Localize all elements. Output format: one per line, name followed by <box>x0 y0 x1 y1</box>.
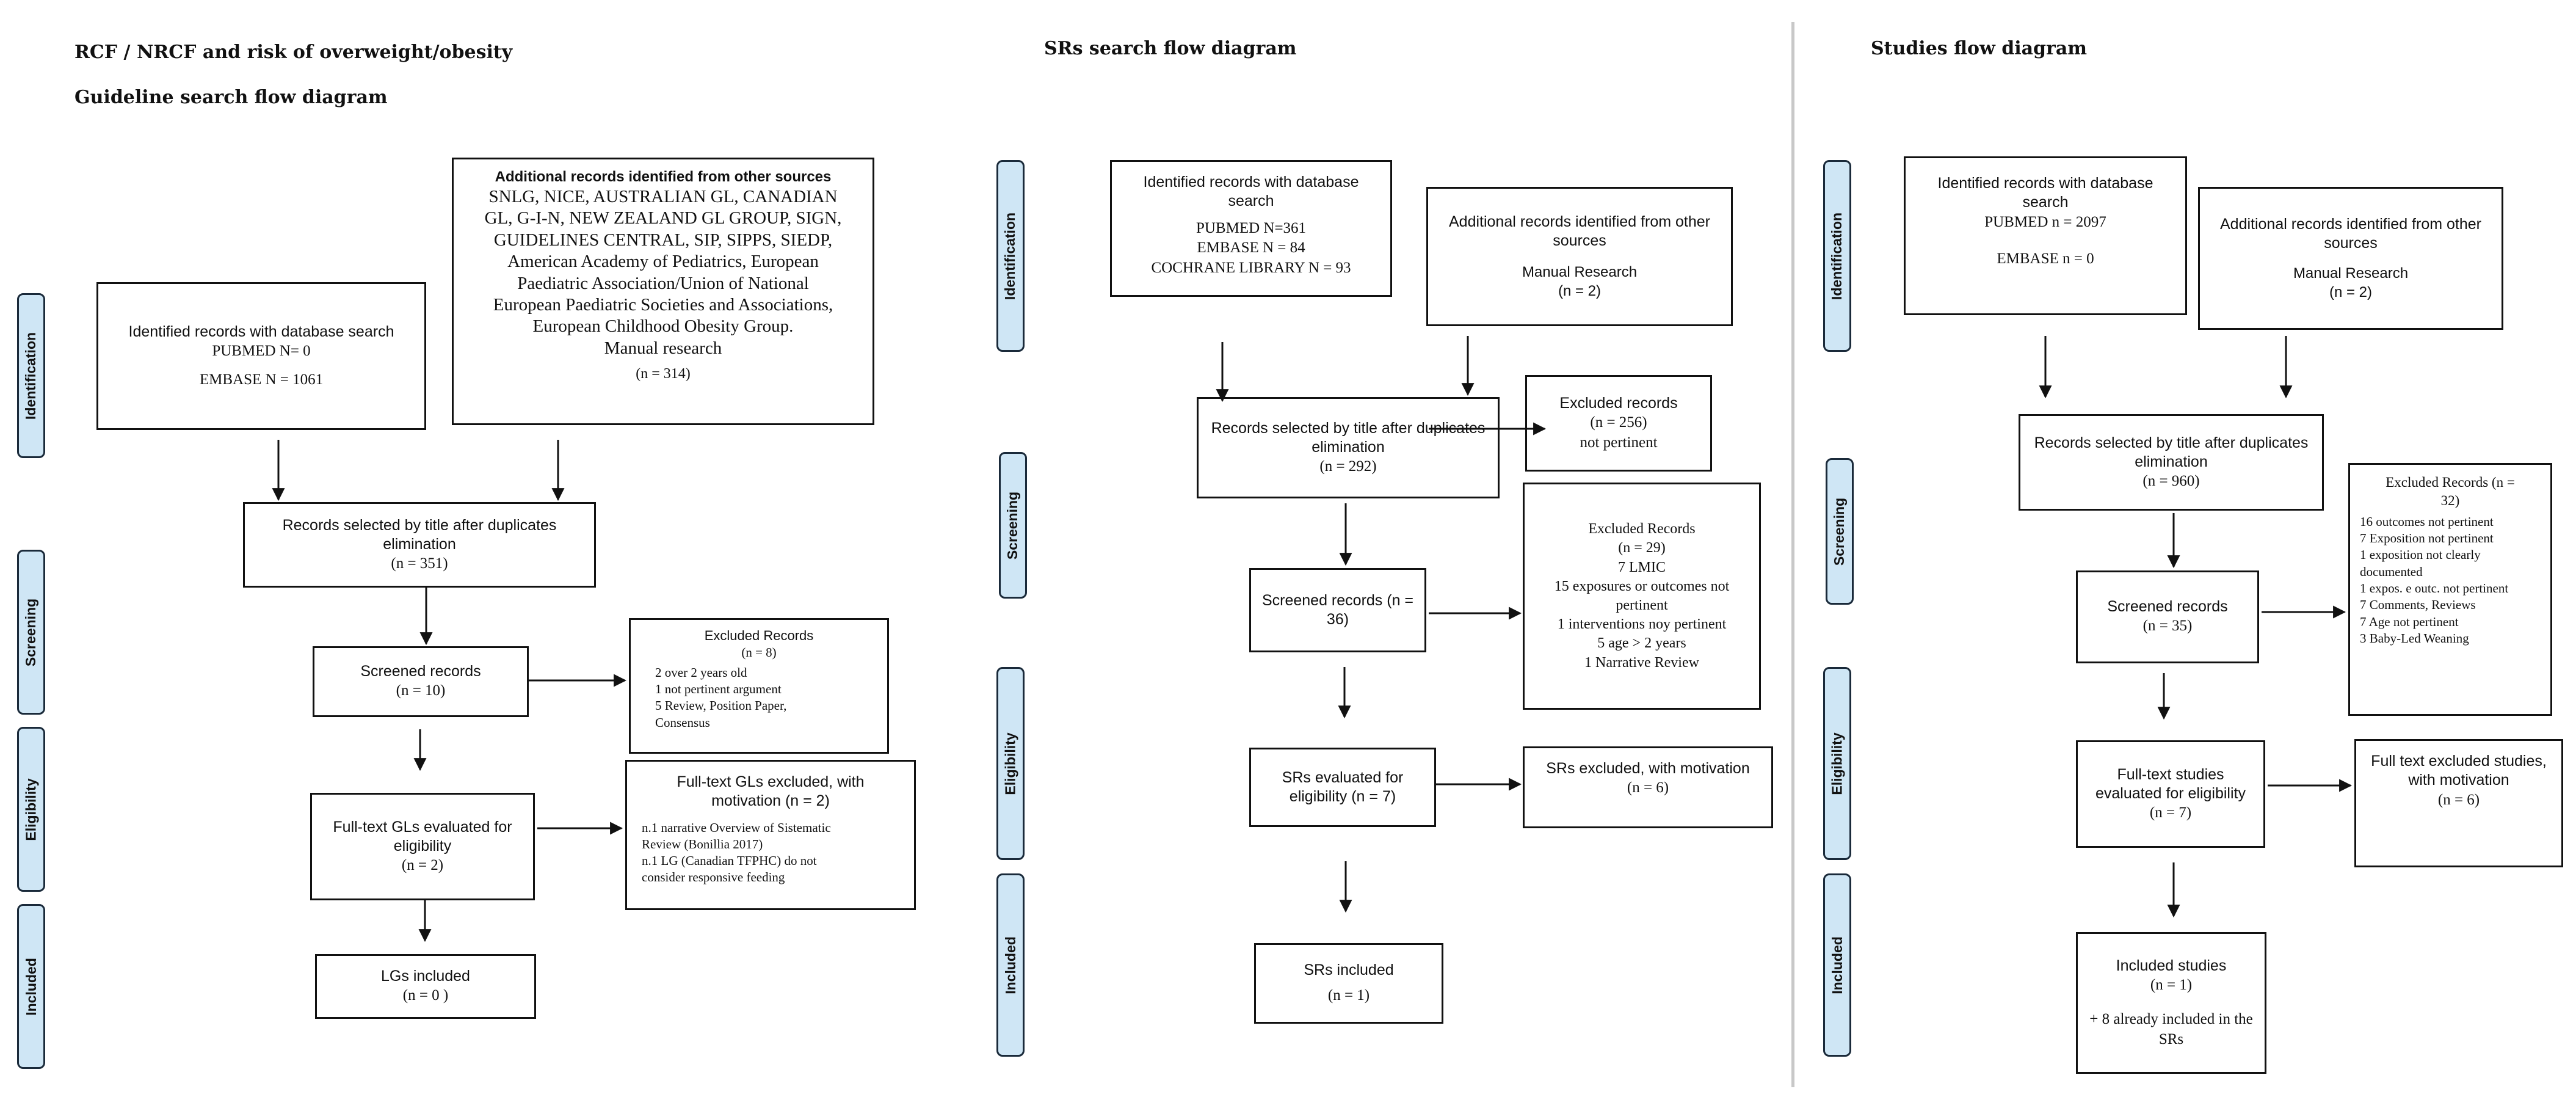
panel2-other-sources-box: Additional records identified from other… <box>1426 187 1733 326</box>
panel2-srs-evaluated-box: SRs evaluated for eligibility (n = 7) <box>1249 748 1436 827</box>
panel1-excluded-records-box: Excluded Records (n = 8) 2 over 2 years … <box>629 618 889 754</box>
panel2-excluded-records-2-box: Excluded Records (n = 29) 7 LMIC 15 expo… <box>1523 483 1761 710</box>
panel2-db-records-box: Identified records with database search … <box>1110 160 1392 297</box>
panel2-excluded-records-1-box: Excluded records (n = 256) not pertinent <box>1525 375 1712 472</box>
panel3-db-records-box: Identified records with database search … <box>1904 156 2187 315</box>
panel2-screened-records-box: Screened records (n = 36) <box>1249 568 1426 652</box>
panel1-title: RCF / NRCF and risk of overweight/obesit… <box>74 42 513 63</box>
panel3-included-box: Included studies (n = 1) + 8 already inc… <box>2076 932 2266 1074</box>
panel3-selected-records-box: Records selected by title after duplicat… <box>2019 414 2324 511</box>
panel1-stage-identification: Identification <box>17 293 45 458</box>
panel1-included-box: LGs included (n = 0 ) <box>315 954 536 1019</box>
panel3-stage-screening: Screening <box>1826 458 1854 605</box>
panel1-subtitle: Guideline search flow diagram <box>74 87 388 108</box>
panel2-srs-excluded-box: SRs excluded, with motivation (n = 6) <box>1523 746 1773 828</box>
panel2-stage-screening: Screening <box>999 452 1027 599</box>
panel3-screened-records-box: Screened records (n = 35) <box>2076 570 2259 663</box>
panel3-stage-identification: Identification <box>1823 160 1851 352</box>
panel1-fulltext-evaluated-box: Full-text GLs evaluated for eligibility … <box>310 793 535 900</box>
panel1-screened-records-box: Screened records (n = 10) <box>313 646 529 717</box>
panel3-stage-eligibility: Eligibility <box>1823 667 1851 860</box>
panel3-title: Studies flow diagram <box>1871 38 2087 59</box>
panel3-fulltext-excluded-box: Full text excluded studies, with motivat… <box>2354 739 2563 867</box>
panel2-included-box: SRs included (n = 1) <box>1254 943 1443 1024</box>
panel3-fulltext-evaluated-box: Full-text studies evaluated for eligibil… <box>2076 740 2265 848</box>
panel3-excluded-records-box: Excluded Records (n = 32) 16 outcomes no… <box>2348 463 2552 716</box>
panel1-other-sources-box: Additional records identified from other… <box>452 158 874 425</box>
panel3-other-sources-box: Additional records identified from other… <box>2198 187 2503 330</box>
panel3-stage-included: Included <box>1823 873 1851 1057</box>
panel1-stage-eligibility: Eligibility <box>17 727 45 892</box>
panel1-db-records-box: Identified records with database search … <box>96 282 426 430</box>
panel-divider <box>1791 22 1794 1087</box>
panel2-stage-identification: Identification <box>996 160 1025 352</box>
panel2-title: SRs search flow diagram <box>1044 38 1297 59</box>
panel1-stage-included: Included <box>17 904 45 1069</box>
panel1-stage-screening: Screening <box>17 550 45 715</box>
panel1-fulltext-excluded-box: Full-text GLs excluded, with motivation … <box>625 760 916 910</box>
panel2-stage-eligibility: Eligibility <box>996 667 1025 860</box>
panel1-selected-records-box: Records selected by title after duplicat… <box>243 502 596 588</box>
panel2-stage-included: Included <box>996 873 1025 1057</box>
